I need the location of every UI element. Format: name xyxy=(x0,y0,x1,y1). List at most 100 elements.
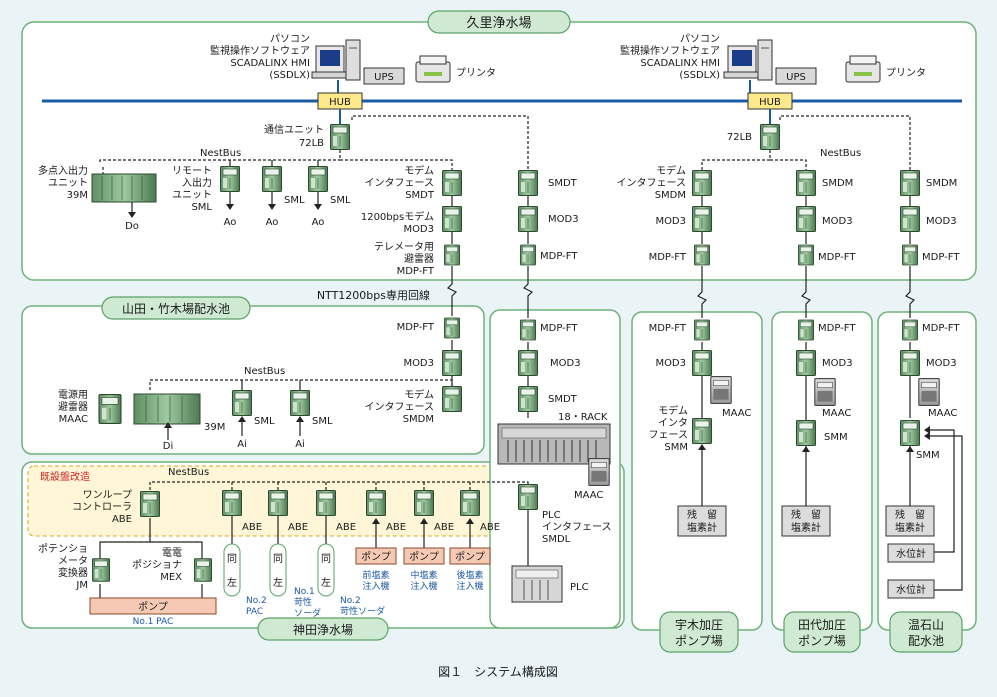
no2pac-label-2: PAC xyxy=(246,607,263,617)
ukiki-title-line1: 宇木加圧 xyxy=(675,618,723,632)
level-meter-label-1: 水位計 xyxy=(896,547,926,560)
remote-io-label-1: リモート xyxy=(172,166,212,177)
ai-label-2: Ai xyxy=(295,439,305,450)
oneloop-label-1: ワンループ xyxy=(83,489,132,501)
yamada-mod3-label: MOD3 xyxy=(403,358,434,369)
no1-pac-label: No.1 PAC xyxy=(133,617,174,627)
hub-left: HUB xyxy=(317,92,363,110)
figure-caption: 図１ システム構成図 xyxy=(438,665,558,679)
ukiki-smm-label-4: SMM xyxy=(664,442,688,453)
onseki-title-line1: 温石山 xyxy=(908,618,944,632)
kuri-right-chain-ukiki: モデム インタフェース SMDM MOD3 MDP-FT xyxy=(617,164,712,266)
site-title-kuri: 久里浄水場 xyxy=(427,10,571,34)
ups-left-label: UPS xyxy=(374,72,394,83)
remote-io-label-2: 入出力 xyxy=(182,176,212,189)
pc-left-label-1: パソコン xyxy=(270,33,310,45)
positioner-label-3: MEX xyxy=(160,572,182,583)
yamada-mdpft-label: MDP-FT xyxy=(397,322,435,333)
plc-interface-smdl: PLC インタフェース SMDL xyxy=(518,484,612,545)
yamada-sml-label-2: SML xyxy=(312,416,333,427)
tashiro-mod3-label: MOD3 xyxy=(822,358,853,369)
onseki-network xyxy=(909,342,963,591)
arrow-mid xyxy=(420,518,428,524)
pump-no1-pac: ポンプ No.1 PAC xyxy=(89,597,217,627)
tashiro-chlorine-label-1: 残 留 xyxy=(791,508,821,521)
ukiki-mdpft-label: MDP-FT xyxy=(649,323,687,334)
printer-right-label: プリンタ xyxy=(886,67,926,79)
hub-left-label: HUB xyxy=(329,97,351,108)
pc-right-label-2: 監視操作ソフトウェア xyxy=(620,44,720,57)
right-mod3-label-2: MOD3 xyxy=(822,216,853,227)
pc-right-group: パソコン 監視操作ソフトウェア SCADALINX HMI (SSDLX) UP… xyxy=(620,33,926,110)
abe-label-4: ABE xyxy=(386,522,406,533)
pc-left-label-2: 監視操作ソフトウェア xyxy=(210,44,310,57)
kuri-right-chain-onseki: SMDM MOD3 MDP-FT xyxy=(900,170,960,266)
arrester-label-1: テレメータ用 xyxy=(374,241,434,253)
right-72lb-label: 72LB xyxy=(727,132,752,143)
kuri-right-chain-tashiro: SMDM MOD3 MDP-FT xyxy=(796,170,856,266)
mod3-label-b: MOD3 xyxy=(548,214,579,225)
pc-right-label-4: (SSDLX) xyxy=(679,70,720,81)
right-modem-if-label-2: インタフェース xyxy=(617,177,687,189)
remote-io-sml-3: SML Ao xyxy=(308,166,351,228)
rack-label: 18・RACK xyxy=(558,412,608,423)
ntt-leased-lines xyxy=(446,266,916,318)
tashiro-smm-label: SMM xyxy=(824,432,848,443)
tashiro-title-line1: 田代加圧 xyxy=(798,618,846,632)
one-loop-controller-abe: ワンループ コントローラ ABE xyxy=(72,489,160,525)
site-title-yamada-text: 山田・竹木場配水池 xyxy=(122,302,230,316)
tashiro-title-line2: ポンプ場 xyxy=(798,634,846,648)
tashiro-chain: MDP-FT MOD3 MAAC SMM xyxy=(796,319,856,452)
onseki-mdpft-label: MDP-FT xyxy=(922,323,960,334)
same-left-1-a: 同 xyxy=(227,553,237,565)
mdpft-label-b: MDP-FT xyxy=(540,251,578,262)
pc-right-label-3: SCADALINX HMI xyxy=(640,58,720,69)
yamada-sml-1: SML Ai xyxy=(232,390,275,450)
ao-label-2: Ao xyxy=(266,217,279,228)
level-meter-label-2: 水位計 xyxy=(896,583,926,596)
no2soda-label-1: No.2 xyxy=(340,596,361,606)
no1soda-label-2: 苛性 xyxy=(294,596,312,608)
modem-if-label-1: モデム xyxy=(404,164,434,177)
pc-right-icon xyxy=(723,39,773,81)
multi-io-label-1: 多点入出力 xyxy=(38,164,88,177)
potentiometer-converter-jm: ポテンショ メータ 変換器 JM xyxy=(38,543,110,591)
rack-smdt-label: SMDT xyxy=(548,394,578,405)
right-modem-if-label-3: SMDM xyxy=(655,190,686,201)
site-title-kanda-text: 神田浄水場 xyxy=(293,623,353,637)
same-left-1-b: 左 xyxy=(227,576,237,589)
no2soda-label-2: 苛性ソーダ xyxy=(340,605,385,617)
ukiki-maac-label: MAAC xyxy=(722,408,751,419)
pump-mid-label: ポンプ xyxy=(409,551,439,563)
rack-chain: MDP-FT MOD3 SMDT 18・RACK xyxy=(518,319,608,423)
ukiki-chlorine-meter: 残 留 塩素計 xyxy=(677,505,727,537)
pump-label-main: ポンプ xyxy=(138,601,168,613)
kuri-smdt-chain-b: SMDT MOD3 MDP-FT xyxy=(518,170,579,266)
yamada-power-arrester: 電源用 避雷器 MAAC xyxy=(58,388,122,425)
yamada-sml-label-1: SML xyxy=(254,416,275,427)
rack-mod3-label: MOD3 xyxy=(550,358,581,369)
yamada-sml-2: SML Ai xyxy=(290,390,333,450)
arrow-pre xyxy=(372,518,380,524)
rack-maac: MAAC xyxy=(574,458,610,501)
pc-left-group: パソコン 監視操作ソフトウェア SCADALINX HMI (SSDLX) UP… xyxy=(210,33,496,110)
yamada-network xyxy=(149,340,453,392)
same-left-3-b: 左 xyxy=(321,576,331,589)
same-left-pill-1: 同 左 No.2 PAC xyxy=(223,543,267,617)
pump-mid-desc-2: 注入機 xyxy=(410,580,437,592)
site-title-kanda: 神田浄水場 xyxy=(257,617,389,641)
chlorine-pumps-links xyxy=(375,522,471,548)
potentiometer-label-2: メータ xyxy=(58,555,88,567)
do-label: Do xyxy=(125,221,139,232)
ntt-line-label: NTT1200bps専用回線 xyxy=(317,288,430,302)
yamada-nestbus-label: NestBus xyxy=(244,366,285,377)
ai-label-1: Ai xyxy=(237,439,247,450)
ukiki-smm-label-1: モデム xyxy=(658,404,688,417)
plc-if-label-3: SMDL xyxy=(542,534,571,545)
onseki-title-line2: 配水池 xyxy=(908,634,944,648)
same-left-pill-2: 同 左 No.1 苛性 ソーダ xyxy=(269,543,321,619)
abe-label-2: ABE xyxy=(288,522,308,533)
remote-io-sml-2: SML Ao xyxy=(262,166,305,228)
pump-pre-chlorine: ポンプ 前塩素 注入機 xyxy=(355,547,397,592)
